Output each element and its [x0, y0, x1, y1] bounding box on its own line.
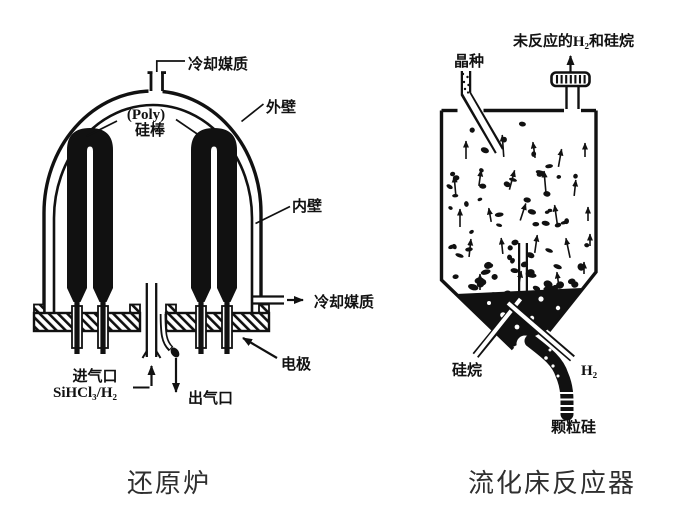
- right-figure-title: 流化床反应器: [468, 469, 636, 499]
- label-silane: 硅烷: [452, 361, 482, 379]
- wall-outlet-gap: [258, 296, 265, 304]
- vent-cap: [550, 71, 591, 88]
- cooling-inlet-nozzle: [147, 71, 166, 91]
- flow-arrows: [451, 134, 593, 290]
- inner-wall-leader: [255, 205, 291, 225]
- bell-inner-wall: [52, 103, 254, 313]
- label-inlet-2: SiHCl₃/H₂: [53, 385, 118, 401]
- electrode-feedthroughs: [71, 296, 233, 354]
- outer-wall-leader: [240, 103, 265, 123]
- label-offgas: 未反应的H₂和硅烷: [512, 32, 635, 50]
- label-poly: (Poly): [127, 107, 165, 123]
- silicon-rod-left: [67, 128, 113, 302]
- granular-outlet-tube: [524, 334, 575, 421]
- label-seed: 晶种: [454, 52, 484, 70]
- poly-leader-left: [85, 120, 118, 138]
- bed-particles: [446, 121, 590, 301]
- label-hydrogen: H₂: [581, 363, 598, 379]
- label-granular-silicon: 颗粒硅: [551, 418, 596, 436]
- fluidized-bed-figure: 未反应的H₂和硅烷 晶种 硅烷 H₂ 颗粒硅 流化床反应器: [439, 32, 636, 499]
- label-cooling-top: 冷却媒质: [188, 55, 248, 73]
- seed-inlet-tube: [460, 68, 505, 156]
- silicon-rod-right: [191, 128, 237, 302]
- label-inlet-1: 进气口: [72, 367, 117, 385]
- cooling-top-leader: [155, 60, 185, 72]
- electrode-arrow: [242, 337, 278, 359]
- label-outer-wall: 外壁: [265, 98, 296, 116]
- poly-leader-right: [175, 118, 199, 136]
- label-electrode: 电极: [281, 355, 312, 373]
- label-cooling-out: 冷却媒质: [314, 293, 374, 311]
- label-outlet: 出气口: [188, 389, 233, 407]
- baseplate: [32, 303, 271, 333]
- gas-inlet-pipe: [141, 283, 162, 359]
- label-inner-wall: 内壁: [292, 197, 322, 215]
- vessel-walls: [439, 108, 598, 351]
- reduction-furnace-figure: 冷却媒质 外壁 (Poly) 硅棒 内壁 冷却媒质 电极 进气口 SiHCl₃/…: [32, 55, 374, 499]
- cooling-outlet-pipe: [253, 295, 284, 305]
- dense-particle-mass: [456, 288, 582, 353]
- gas-outlet-tube: [159, 308, 180, 358]
- hydrogen-injection-pipe: [506, 301, 576, 363]
- vent-neck: [565, 85, 580, 109]
- left-figure-title: 还原炉: [127, 469, 211, 499]
- label-silicon-rod: 硅棒: [135, 121, 166, 139]
